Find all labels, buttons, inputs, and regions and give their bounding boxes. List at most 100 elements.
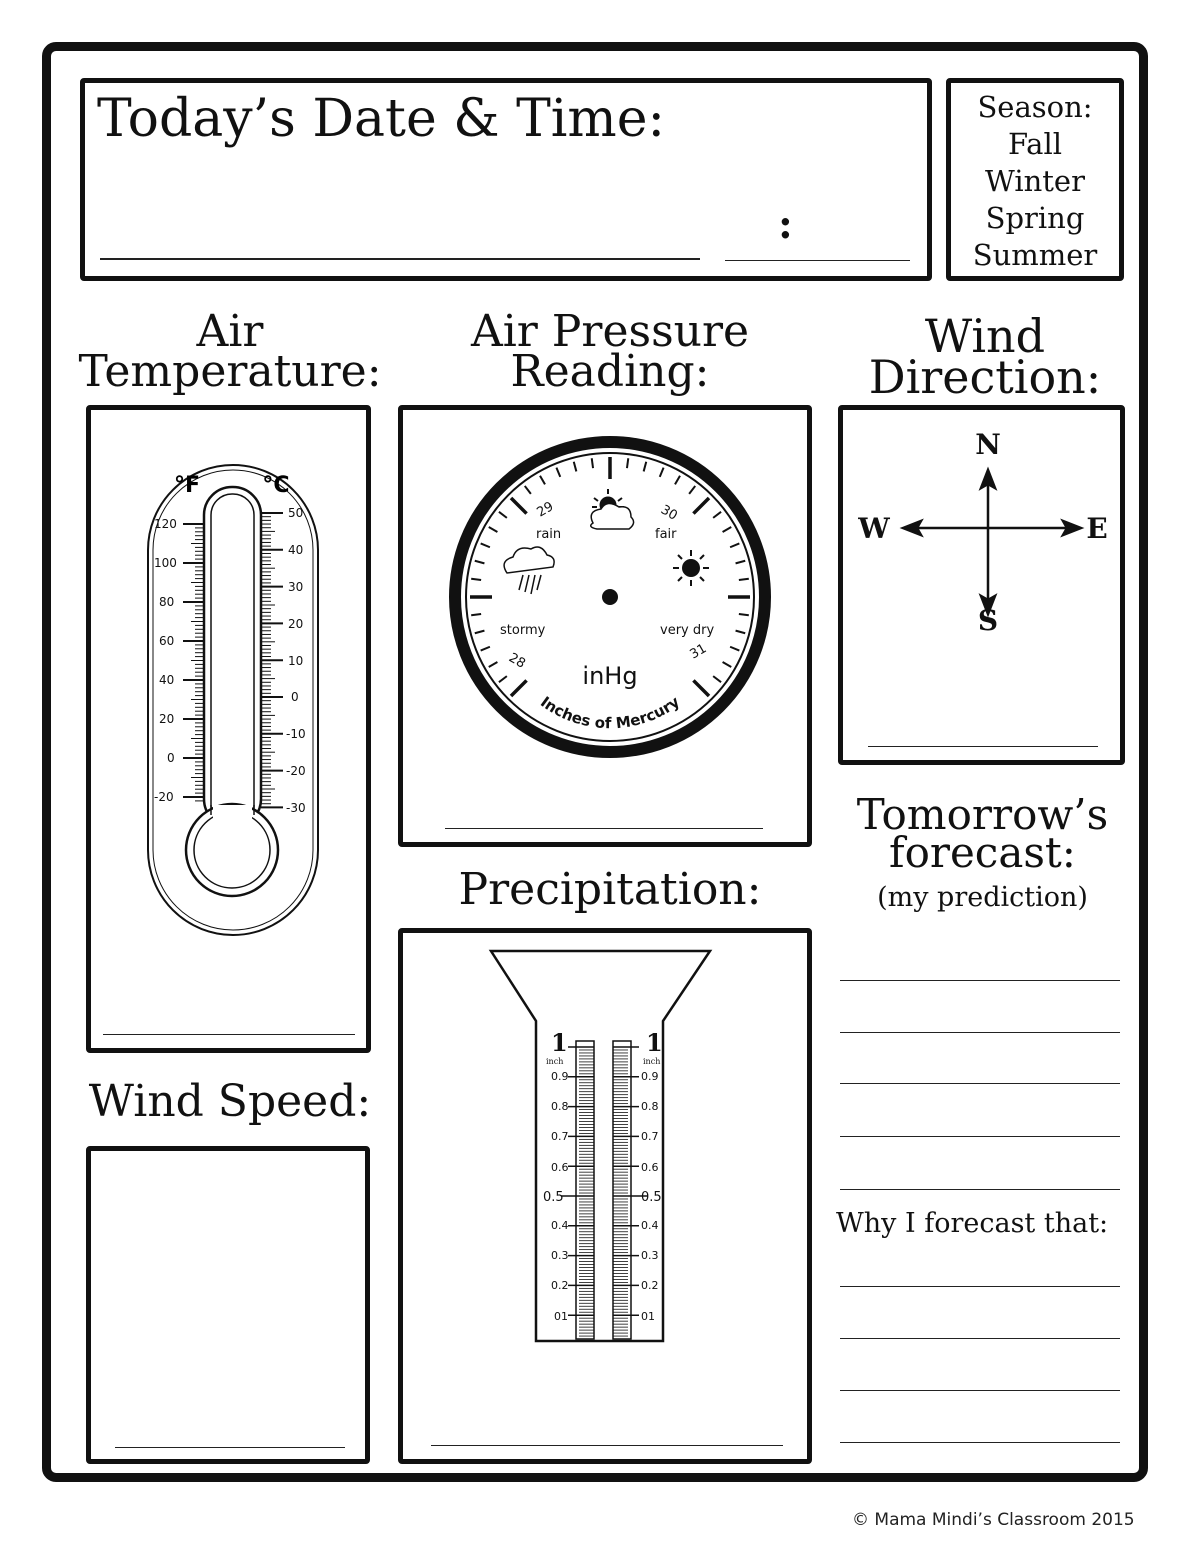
gauge-tick-label: 0.4 [641,1219,659,1232]
thermometer-icon: °F °C 120 100 80 60 40 20 0 -20 50 40 30… [147,464,319,936]
tick-mark [658,467,665,478]
pressure-number: 28 [506,650,528,671]
wind-speed-box [86,1146,370,1464]
date-time-box: Today’s Date & Time: : [80,78,932,281]
tick-mark [555,467,562,478]
tick-mark [712,675,722,684]
why-answer-line[interactable] [840,1390,1120,1391]
pressure-number: 30 [658,502,680,523]
season-option-summer[interactable]: Summer [972,238,1098,272]
tick-mark [471,577,482,582]
pressure-label-very-dry: very dry [660,623,714,638]
season-box: Season: Fall Winter Spring Summer [946,78,1124,281]
pressure-label-fair: fair [655,527,677,542]
gauge-tick-label: 0.3 [551,1249,569,1262]
forecast-answer-line[interactable] [840,1083,1120,1084]
season-option-winter[interactable]: Winter [985,164,1085,198]
gauge-tick-label: 0.2 [641,1279,659,1292]
air-temperature-heading: Air Temperature: [78,306,382,397]
gauge-top-label-right: 1 [646,1028,663,1057]
pressure-number: 31 [688,641,710,662]
precipitation-answer-line[interactable] [431,1445,783,1446]
c-tick-label: -20 [286,764,306,778]
tick-mark [692,679,711,698]
tick-mark [474,629,485,635]
gauge-top-label-left: 1 [551,1028,568,1057]
why-answer-line[interactable] [840,1442,1120,1443]
gauge-top-unit-right: inch [643,1057,660,1066]
tick-mark [488,526,498,533]
c-tick-label: 20 [288,617,303,631]
f-tick-label: 0 [167,751,175,765]
wind-speed-answer-line[interactable] [115,1447,345,1448]
tick-mark [509,496,528,515]
gauge-tick-label: 0.2 [551,1279,569,1292]
time-answer-line[interactable] [725,260,910,261]
why-answer-line[interactable] [840,1338,1120,1339]
season-option-fall[interactable]: Fall [1008,127,1062,161]
compass-south-label: S [978,604,998,637]
gauge-tick-label: 0.8 [641,1100,659,1113]
gauge-tick-label: 01 [554,1310,568,1323]
c-tick-label: 40 [288,543,303,557]
pressure-label-stormy: stormy [500,623,546,638]
tick-mark [498,675,508,684]
gauge-tick-label: 0.7 [641,1130,659,1143]
svg-text:Inches of Mercury: Inches of Mercury [537,693,683,733]
why-forecast-label: Why I forecast that: [836,1208,1109,1239]
compass-west-label: W [857,512,890,545]
air-pressure-answer-line[interactable] [445,828,763,829]
f-tick-label: 20 [159,712,174,726]
forecast-answer-line[interactable] [840,1136,1120,1137]
forecast-answer-line[interactable] [840,1189,1120,1190]
air-pressure-box: 29 30 28 31 rain fair stormy very dry in… [398,405,812,847]
tick-mark [590,458,595,469]
forecast-answer-line[interactable] [840,1032,1120,1033]
tick-mark [722,526,732,533]
season-option-spring[interactable]: Spring [985,201,1085,235]
copyright-text: © Mama Mindi’s Classroom 2015 [852,1510,1135,1530]
f-tick-label: 100 [154,556,177,570]
sun-cloud-icon [590,489,635,530]
air-temperature-answer-line[interactable] [103,1034,355,1035]
compass-east-label: E [1086,512,1107,545]
compass-north-label: N [975,428,1001,461]
f-tick-label: 120 [154,517,177,531]
storm-cloud-icon [503,546,555,595]
tick-mark [539,475,546,485]
tick-mark [572,461,578,472]
tick-mark [480,645,491,652]
gauge-tick-label: 0.7 [551,1130,569,1143]
gauge-tick-label: 0.6 [641,1161,659,1174]
tick-mark [474,559,485,565]
pressure-unit-full: Inches of Mercury [537,693,683,733]
pressure-number: 29 [535,499,557,520]
tick-mark [712,510,722,519]
sun-icon [673,550,709,586]
precipitation-heading: Precipitation: [458,864,762,915]
f-tick-label: 40 [159,673,174,687]
barometer-icon: 29 30 28 31 rain fair stormy very dry in… [449,436,771,758]
c-tick-label: 30 [288,580,303,594]
tick-mark [488,661,498,668]
why-answer-line[interactable] [840,1286,1120,1287]
tick-mark [625,458,630,469]
tick-mark [480,542,491,549]
fahrenheit-unit: °F [174,473,200,498]
gauge-tick-label: 0.3 [641,1249,659,1262]
tick-mark [509,679,528,698]
wind-direction-box: N S W E [838,405,1125,765]
forecast-heading: Tomorrow’s forecast: [856,790,1109,877]
time-colon: : [778,201,793,248]
c-tick-label: 0 [291,690,299,704]
wind-direction-answer-line[interactable] [868,746,1098,747]
tick-mark [642,461,648,472]
tick-mark [688,485,697,495]
wind-direction-heading: Wind Direction: [868,309,1102,405]
gauge-tick-label: 01 [641,1310,655,1323]
tick-mark [729,645,740,652]
tick-mark [674,475,681,485]
forecast-answer-line[interactable] [840,980,1120,981]
tick-mark [471,612,482,617]
date-answer-line[interactable] [100,258,700,260]
